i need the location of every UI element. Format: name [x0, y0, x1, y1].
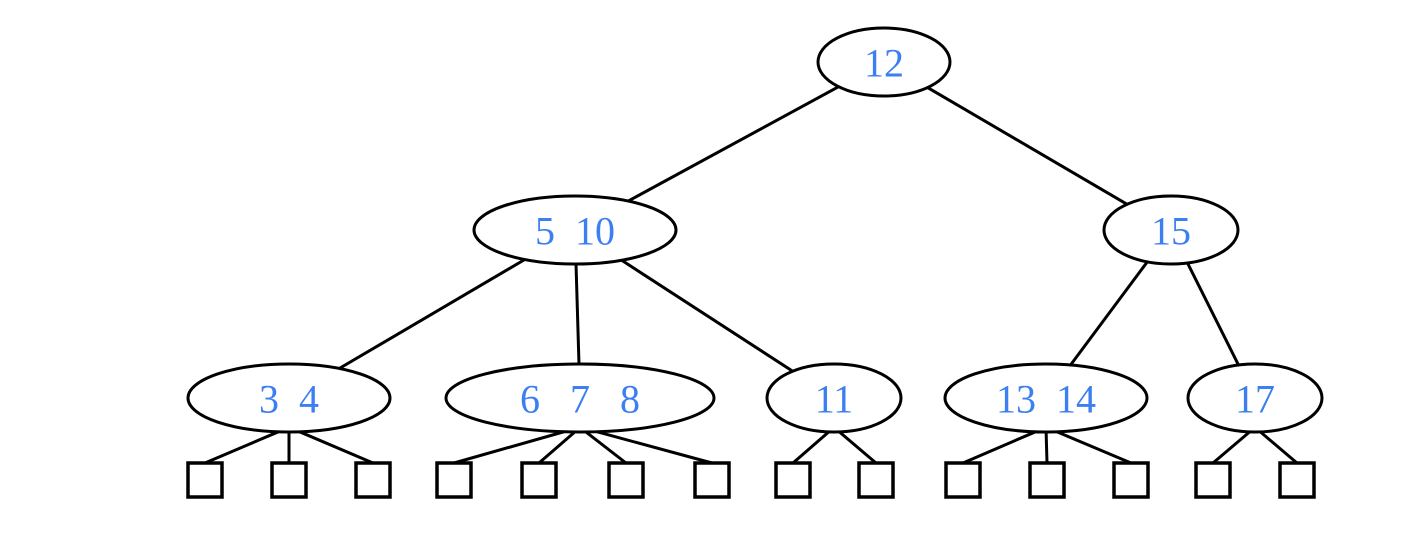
node-keys-label: 12	[864, 41, 904, 86]
leaf-edge-n13_14-2	[1056, 430, 1132, 465]
node-ellipse	[472, 194, 678, 266]
null-leaf-n6_7_8-2	[607, 461, 645, 499]
edge-n12-n15	[926, 86, 1128, 206]
node-keys-label: 6 7 8	[520, 377, 640, 422]
leaf-edges-layer	[204, 430, 1298, 465]
node-keys-label: 3 4	[259, 377, 319, 422]
edges-layer	[338, 85, 1240, 373]
leaf-edge-n17-0	[1212, 430, 1251, 465]
null-leaf-n17-0	[1194, 461, 1232, 499]
edge-n5_10-n6_7_8	[574, 263, 581, 365]
null-leaf-n6_7_8-1	[520, 461, 558, 499]
edge-n12-n5_10	[627, 85, 840, 203]
leaf-edge-n6_7_8-3	[596, 430, 713, 465]
leaf-edge-n3_4-0	[204, 430, 279, 465]
leaves-layer	[186, 461, 1316, 499]
node-keys-label: 13 14	[996, 377, 1096, 422]
node-keys-label: 5 10	[535, 209, 615, 254]
leaf-edge-n6_7_8-1	[538, 430, 576, 465]
leaf-edge-n17-1	[1259, 430, 1298, 465]
node-ellipse	[186, 362, 392, 434]
leaf-edge-n13_14-0	[962, 430, 1037, 465]
tree-node-n12: 12	[816, 26, 952, 98]
node-ellipse	[816, 26, 952, 98]
null-leaf-n13_14-2	[1112, 461, 1150, 499]
null-leaf-n11-0	[774, 461, 812, 499]
edge-n15-n17	[1186, 262, 1240, 366]
node-ellipse	[1102, 194, 1240, 266]
null-leaf-n6_7_8-0	[435, 461, 473, 499]
leaf-edge-n11-1	[838, 430, 877, 465]
node-ellipse	[1186, 362, 1324, 434]
null-leaf-n13_14-0	[944, 461, 982, 499]
leaf-edge-n13_14-1	[1044, 431, 1049, 464]
leaf-edge-n6_7_8-0	[453, 430, 565, 465]
tree-node-n5_10: 5 10	[472, 194, 678, 266]
node-keys-label: 15	[1151, 209, 1191, 254]
null-leaf-n3_4-2	[354, 461, 392, 499]
null-leaf-n11-1	[857, 461, 895, 499]
tree-node-n17: 17	[1186, 362, 1324, 434]
edge-n15-n13_14	[1069, 260, 1149, 366]
tree-node-n15: 15	[1102, 194, 1240, 266]
node-ellipse	[943, 362, 1149, 434]
edge-n5_10-n11	[620, 258, 794, 373]
leaf-edge-n6_7_8-2	[584, 430, 627, 465]
leaf-edge-n11-0	[792, 430, 830, 465]
tree-node-n6_7_8: 6 7 8	[444, 362, 716, 434]
null-leaf-n3_4-1	[270, 461, 308, 499]
tree-node-n13_14: 13 14	[943, 362, 1149, 434]
null-leaf-n13_14-1	[1028, 461, 1066, 499]
tree-node-n3_4: 3 4	[186, 362, 392, 434]
node-ellipse	[765, 362, 903, 434]
tree-node-n11: 11	[765, 362, 903, 434]
null-leaf-n3_4-0	[186, 461, 224, 499]
nodes-layer: 12 5 10 15 3 4 6 7 8 11 13 14 17	[186, 26, 1324, 434]
node-keys-label: 11	[815, 377, 854, 422]
node-ellipse	[444, 362, 716, 434]
edge-n5_10-n3_4	[338, 258, 526, 370]
leaf-edge-n3_4-2	[299, 430, 374, 465]
null-leaf-n17-1	[1278, 461, 1316, 499]
node-keys-label: 17	[1235, 377, 1275, 422]
null-leaf-n6_7_8-3	[693, 461, 731, 499]
